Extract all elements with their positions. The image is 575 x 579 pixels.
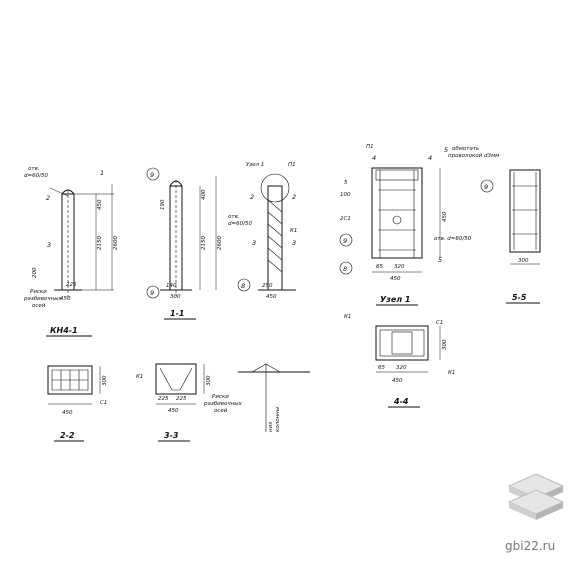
s11-dim-190: 190: [160, 199, 166, 210]
s44-dim-450: 450: [392, 378, 403, 384]
s44-dim-320: 320: [396, 365, 407, 371]
kn41-title: КН4-1: [50, 326, 78, 335]
s11-dim-300: 300: [170, 294, 181, 300]
s33-dim-450: 450: [168, 408, 179, 414]
kn41-hole-label: отв.: [28, 166, 40, 172]
s55-title: 5-5: [512, 293, 527, 302]
s33-risks-2: разбивочных: [203, 401, 243, 407]
s11-title: 1-1: [170, 309, 184, 318]
s44-c1: С1: [436, 320, 443, 326]
kn41-hole-d: d=60/50: [24, 173, 48, 179]
s11-mark-9b: 9: [150, 289, 154, 297]
front-dim-320: 320: [394, 264, 405, 270]
front-dim-450b: 450: [390, 276, 401, 282]
front-mark-8: 8: [343, 265, 347, 273]
front-hole: отв. d=60/50: [434, 236, 472, 242]
front-mark-4: 4: [372, 154, 376, 162]
kn41-risks-1: Риски: [30, 289, 47, 295]
kn41-dim-450b: 450: [60, 296, 71, 302]
side-hole: отв.: [228, 214, 240, 220]
s44-dim-300: 300: [442, 339, 448, 350]
kn41-dim-450: 450: [97, 199, 103, 210]
side-mark-3b: 3: [292, 239, 296, 247]
view-base: низ колонны: [238, 363, 310, 432]
s33-k1: К1: [136, 374, 143, 380]
s44-k1a: К1: [344, 314, 351, 320]
s33-risks-3: осей: [214, 408, 228, 414]
s22-dim-450: 450: [62, 410, 73, 416]
s33-title: 3-3: [164, 431, 179, 440]
side-mark-2b: 2: [292, 193, 296, 201]
s33-dim-225a: 225: [158, 396, 169, 402]
side-k1: К1: [290, 228, 297, 234]
kn41-risks-3: осей: [32, 303, 46, 309]
side-mark-3: 3: [252, 239, 256, 247]
s11-dim-2150: 2150: [201, 236, 207, 250]
front-mark-4b: 4: [428, 154, 432, 162]
kn41-dim-2150: 2150: [97, 236, 103, 250]
front-dim-65: 65: [376, 264, 383, 270]
front-c5: 5: [344, 180, 348, 186]
front-2c1: 2С1: [340, 216, 351, 222]
kn41-mark-2: 2: [46, 194, 50, 202]
side-hole-d: d=60/50: [228, 221, 252, 227]
s33-dim-300: 300: [206, 375, 212, 386]
side-node-label: Узел 1: [246, 162, 264, 168]
kn41-dim-2600: 2600: [113, 236, 119, 250]
s55-mark-9: 9: [484, 183, 488, 191]
s22-title: 2-2: [60, 431, 75, 440]
view-s33: К1 225 225 450 300 Риски разбивочных осе…: [136, 363, 243, 442]
front-mark-5: 5: [444, 146, 448, 154]
front-mark-5b: 5: [438, 256, 442, 264]
view-side: Узел 1 П1 отв. d=60/50 2 3 2 3 К1 8 250 …: [228, 162, 297, 300]
view-kn41: отв. d=60/50 1 2 3 2150 2600 450 200 225…: [23, 166, 119, 337]
kn41-dim-200: 200: [32, 267, 38, 278]
s11-dim-400: 400: [201, 189, 207, 200]
front-wrap-2: проволокой d3мм: [448, 153, 499, 159]
front-mark-9: 9: [343, 237, 347, 245]
s44-dim-65: 65: [378, 365, 385, 371]
view-s22: 450 300 С1 2-2: [47, 365, 108, 442]
front-dim-450: 450: [442, 211, 448, 222]
view-s11: 9 9 2150 2600 400 190 140 300 1-1: [146, 167, 223, 320]
front-c100: 100: [340, 192, 351, 198]
kn41-risks-2: разбивочных: [23, 296, 63, 302]
s55-dim-300: 300: [518, 258, 529, 264]
front-wrap-1: обмотать: [452, 146, 479, 152]
s33-dim-225b: 225: [176, 396, 187, 402]
s11-dim-2600: 2600: [217, 236, 223, 250]
base-label-2: колонны: [275, 406, 281, 432]
s44-title: 4-4: [393, 397, 409, 406]
s11-mark-9a: 9: [150, 171, 154, 179]
view-front-node: П1 4 4 5 5 обмотать проволокой d3мм 5 10…: [339, 144, 499, 306]
base-label-1: низ: [268, 422, 274, 432]
side-mark-2: 2: [250, 193, 254, 201]
node1-title: Узел 1: [380, 295, 410, 304]
kn41-mark-3: 3: [47, 241, 51, 249]
side-dim-450: 450: [266, 294, 277, 300]
site-watermark: gbi22.ru: [505, 539, 556, 553]
s22-dim-300: 300: [102, 375, 108, 386]
s22-c1: С1: [100, 400, 107, 406]
s11-dim-150: 140: [166, 283, 177, 289]
kn41-dim-225: 225: [66, 282, 77, 288]
front-p1: П1: [366, 144, 374, 150]
s44-k1b: К1: [448, 370, 455, 376]
view-s44: К1 С1 К1 65 320 450 300 4-4: [344, 314, 455, 408]
view-s55: 9 300 5-5: [480, 169, 541, 304]
side-mark-8: 8: [241, 282, 245, 290]
side-p1: П1: [288, 162, 296, 168]
gbi-logo-icon: [507, 473, 565, 520]
kn41-mark-1: 1: [100, 169, 104, 177]
s33-risks-1: Риски: [212, 394, 229, 400]
side-dim-250: 250: [262, 283, 273, 289]
